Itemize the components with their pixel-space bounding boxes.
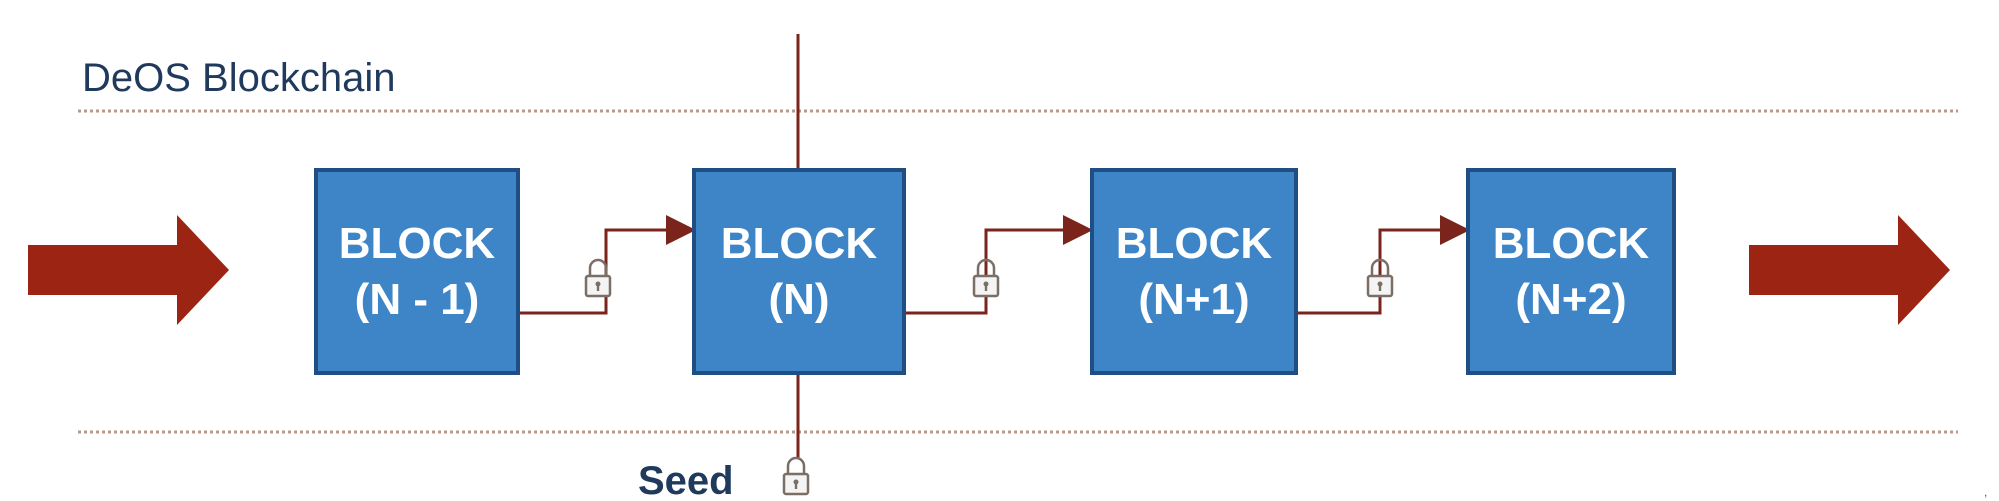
block-label-line1: BLOCK (1116, 219, 1273, 268)
connector-block-n-to-n-plus-1 (904, 215, 1093, 315)
block-label-line2: (N+2) (1515, 275, 1626, 324)
lock-icon (584, 258, 612, 298)
block-n: BLOCK (N) (692, 168, 906, 375)
block-n-plus-2: BLOCK (N+2) (1466, 168, 1676, 375)
right-big-arrow-icon (1749, 215, 1950, 325)
seed-label: Seed (638, 459, 734, 501)
left-big-arrow-icon (28, 215, 229, 325)
block-n-minus-1: BLOCK (N - 1) (314, 168, 520, 375)
corner-mark: , (1984, 485, 1987, 499)
connector-block-n-minus-1-to-n (518, 215, 696, 315)
block-label-line1: BLOCK (1493, 219, 1650, 268)
block-label-line2: (N+1) (1138, 275, 1249, 324)
block-label-line2: (N - 1) (355, 275, 480, 324)
block-n-plus-1: BLOCK (N+1) (1090, 168, 1298, 375)
block-label-line1: BLOCK (721, 219, 878, 268)
seed-lock-icon (782, 456, 810, 496)
diagram-title: DeOS Blockchain (82, 56, 395, 100)
block-label-line1: BLOCK (339, 219, 496, 268)
block-label-line2: (N) (768, 275, 829, 324)
connector-block-n-plus-1-to-n-plus-2 (1296, 215, 1470, 315)
